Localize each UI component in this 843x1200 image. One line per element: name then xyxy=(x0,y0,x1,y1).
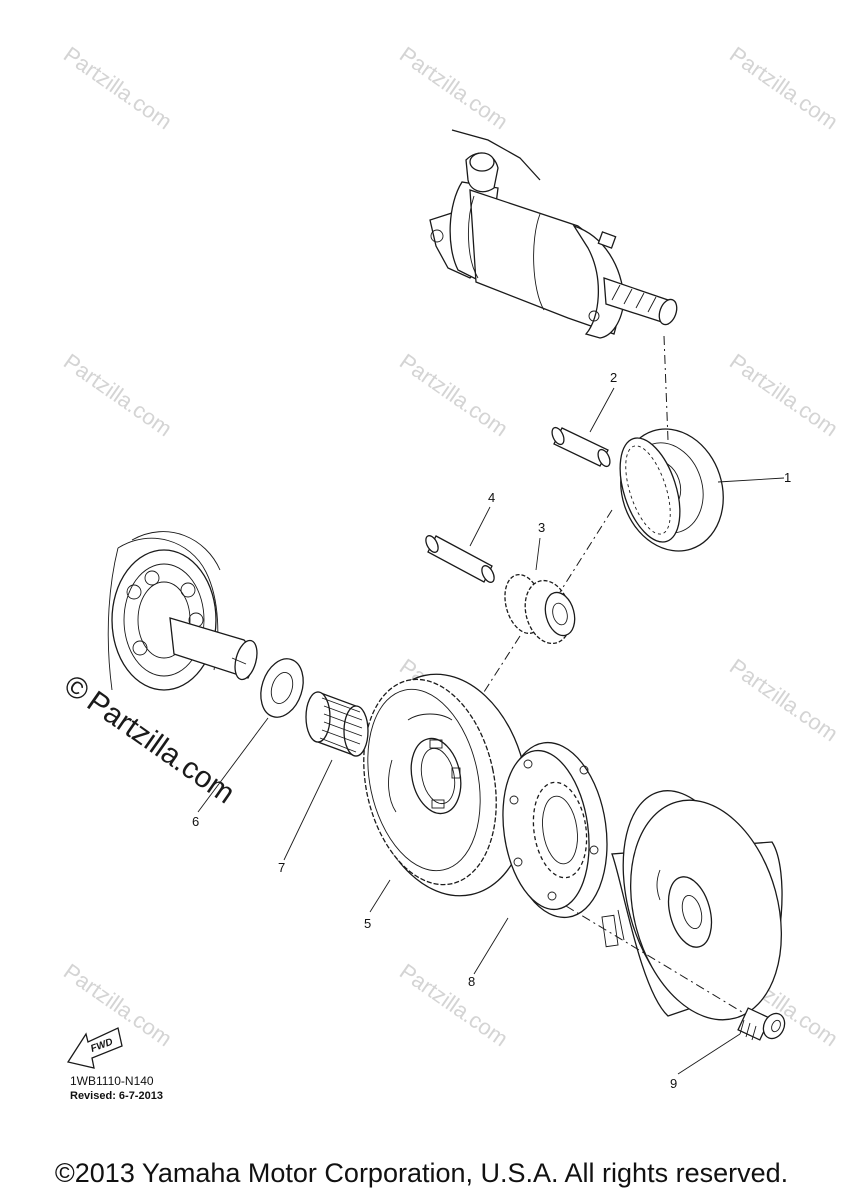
callout-numbers: 1 2 3 4 5 6 7 8 9 xyxy=(192,370,791,1091)
part-7-bearing xyxy=(305,691,369,757)
part-3-double-gear xyxy=(504,574,576,645)
watermark-main: ©Partzilla.com xyxy=(58,669,241,811)
part-1-idle-gear xyxy=(619,428,724,552)
watermark-text: Partzilla.com xyxy=(725,42,842,135)
diagram-code: 1WB1110-N140 xyxy=(70,1074,154,1088)
starter-motor-illustration xyxy=(429,129,678,339)
watermark-text: Partzilla.com xyxy=(395,349,512,442)
callout-1: 1 xyxy=(784,470,791,485)
part-5-wheel-gear xyxy=(363,673,529,897)
part-2-shaft xyxy=(551,426,611,468)
copyright-notice: ©2013 Yamaha Motor Corporation, U.S.A. A… xyxy=(54,1158,789,1188)
diagram-reference: 1WB1110-N140 Revised: 6-7-2013 xyxy=(70,1074,163,1104)
watermark-text: Partzilla.com xyxy=(395,959,512,1052)
part-6-washer xyxy=(260,658,304,718)
fwd-arrow-icon: FWD xyxy=(66,1027,123,1069)
callout-2: 2 xyxy=(610,370,617,385)
part-9-bolt xyxy=(737,1007,786,1041)
watermark-text: Partzilla.com xyxy=(725,654,842,747)
rotor-illustration xyxy=(601,790,783,1021)
part-4-shaft xyxy=(425,535,495,583)
callout-7: 7 xyxy=(278,860,285,875)
callout-9: 9 xyxy=(670,1076,677,1091)
watermark-text: Partzilla.com xyxy=(59,42,176,135)
revised-date: Revised: 6-7-2013 xyxy=(70,1090,163,1102)
watermark-text: Partzilla.com xyxy=(59,349,176,442)
crankcase-illustration xyxy=(107,531,258,691)
callout-6: 6 xyxy=(192,814,199,829)
watermark-text: Partzilla.com xyxy=(395,42,512,135)
watermark-main-text: Partzilla.com xyxy=(81,685,241,811)
leader-lines xyxy=(197,387,785,1075)
callout-4: 4 xyxy=(488,490,495,505)
callout-5: 5 xyxy=(364,916,371,931)
watermark-text: Partzilla.com xyxy=(725,349,842,442)
assembly-center-lines xyxy=(483,335,743,1013)
callout-8: 8 xyxy=(468,974,475,989)
svg-text:©Partzilla.com: ©Partzilla.com xyxy=(58,669,241,811)
callout-3: 3 xyxy=(538,520,545,535)
part-8-clutch xyxy=(502,741,608,919)
